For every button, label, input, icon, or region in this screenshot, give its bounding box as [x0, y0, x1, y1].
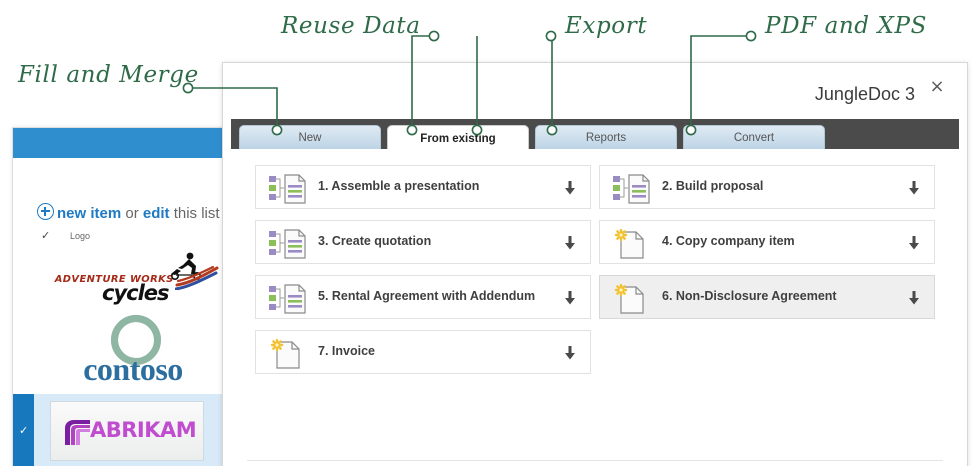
fabrikam-mark-icon	[65, 420, 90, 445]
or-text: or	[121, 205, 143, 222]
from-existing-panel: 1. Assemble a presentation	[231, 149, 959, 459]
document-row[interactable]: 4. Copy company item	[599, 220, 935, 264]
sharepoint-top-bar	[13, 128, 225, 158]
edit-list-link[interactable]: edit	[142, 205, 170, 222]
document-label: 5. Rental Agreement with Addendum	[318, 289, 536, 303]
column-header-logo: Logo	[70, 231, 91, 241]
sharepoint-body: new item or edit this list ✓ Logo ADVENT…	[13, 158, 225, 466]
new-doc-icon	[614, 284, 644, 314]
merge-doc-icon	[269, 284, 306, 314]
fabrikam-logo: ABRIKAM	[61, 414, 197, 448]
download-arrow-icon[interactable]	[564, 236, 576, 250]
document-row[interactable]: 3. Create quotation	[255, 220, 591, 264]
download-arrow-icon[interactable]	[908, 236, 920, 250]
list-item[interactable]: ADVENTURE WORKS cycles	[13, 246, 225, 311]
jungledoc-dialog: JungleDoc 3 × New From existing Reports …	[222, 62, 968, 466]
tab-convert[interactable]: Convert	[683, 125, 825, 149]
sharepoint-window: new item or edit this list ✓ Logo ADVENT…	[12, 127, 226, 466]
annotation-pdf-and-xps: PDF and XPS	[765, 13, 927, 39]
annotation-export: Export	[565, 13, 648, 39]
footer-divider	[247, 460, 943, 461]
new-doc-icon	[614, 229, 644, 259]
annotation-fill-and-merge: Fill and Merge	[18, 62, 199, 88]
merge-doc-icon	[613, 174, 650, 204]
tab-new[interactable]: New	[239, 125, 381, 149]
this-list-text: this list	[169, 205, 220, 222]
document-row-selected[interactable]: 6. Non-Disclosure Agreement	[599, 275, 935, 319]
document-label: 7. Invoice	[318, 344, 375, 358]
adventure-works-line1: ADVENTURE WORKS	[54, 274, 174, 285]
selection-bar	[13, 394, 34, 466]
download-arrow-icon[interactable]	[564, 291, 576, 305]
adventure-works-logo: ADVENTURE WORKS cycles	[54, 252, 219, 305]
callout-dot-export	[545, 30, 557, 42]
new-item-link[interactable]: new item	[57, 205, 122, 222]
merge-doc-icon	[269, 229, 306, 259]
new-item-bar: new item or edit this list	[37, 203, 220, 222]
tab-reports[interactable]: Reports	[535, 125, 677, 149]
fabrikam-thumbnail: ABRIKAM	[50, 401, 204, 461]
close-icon[interactable]: ×	[929, 76, 945, 97]
tab-from-existing[interactable]: From existing	[387, 125, 529, 151]
new-doc-icon	[270, 339, 300, 369]
list-column-header: ✓ Logo	[13, 228, 225, 246]
fabrikam-wordmark: ABRIKAM	[90, 418, 197, 442]
document-label: 1. Assemble a presentation	[318, 179, 480, 193]
download-arrow-icon[interactable]	[908, 291, 920, 305]
merge-doc-icon	[269, 174, 306, 204]
document-label: 3. Create quotation	[318, 234, 432, 248]
download-arrow-icon[interactable]	[564, 181, 576, 195]
swoosh-icon	[175, 266, 219, 290]
contoso-logo: contoso	[53, 315, 213, 391]
document-label: 6. Non-Disclosure Agreement	[662, 289, 837, 303]
list-item[interactable]: contoso	[13, 311, 225, 394]
document-label: 4. Copy company item	[662, 234, 795, 248]
document-row[interactable]: 7. Invoice	[255, 330, 591, 374]
dialog-title: JungleDoc 3	[814, 84, 915, 104]
callout-dot-reuse-data	[428, 30, 440, 42]
download-arrow-icon[interactable]	[908, 181, 920, 195]
selected-check-icon: ✓	[19, 425, 29, 437]
document-label: 2. Build proposal	[662, 179, 764, 193]
list-item-selected[interactable]: ✓ ABRIKAM	[13, 394, 225, 466]
contoso-wordmark: contoso	[83, 351, 183, 387]
adventure-works-line2: cycles	[102, 281, 170, 305]
callout-dot-pdf-and-xps	[745, 30, 757, 42]
document-row[interactable]: 1. Assemble a presentation	[255, 165, 591, 209]
tab-strip: New From existing Reports Convert	[231, 119, 959, 151]
document-row[interactable]: 2. Build proposal	[599, 165, 935, 209]
annotation-reuse-data: Reuse Data	[281, 13, 421, 39]
plus-circle-icon[interactable]	[37, 203, 54, 220]
check-icon: ✓	[41, 230, 51, 242]
download-arrow-icon[interactable]	[564, 346, 576, 360]
contoso-ring-icon	[111, 315, 161, 365]
document-row[interactable]: 5. Rental Agreement with Addendum	[255, 275, 591, 319]
